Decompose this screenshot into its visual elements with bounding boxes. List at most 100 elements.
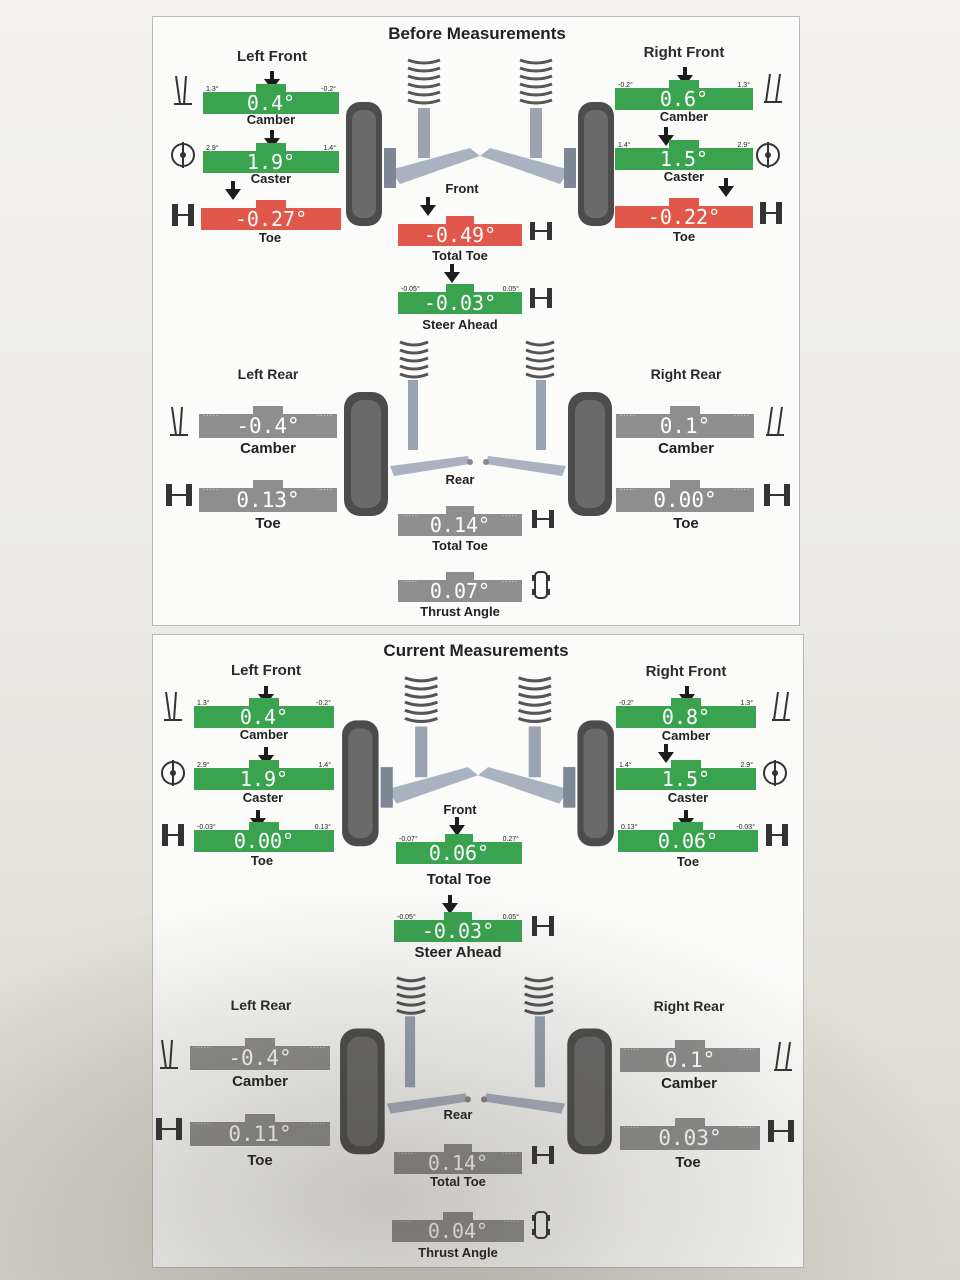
front-total-toe-value: -0.49° xyxy=(423,223,497,247)
rear-total-toe-gauge: .......... 0.14° xyxy=(394,1144,522,1174)
left-front-toe-gauge: -0.03° 0.13° -0.27° xyxy=(201,200,341,230)
rear-total-toe-gauge: .......... 0.14° xyxy=(398,506,522,536)
rear-label: Rear xyxy=(443,1107,473,1122)
toe-label: Toe xyxy=(250,853,274,868)
front-suspension-icon xyxy=(342,676,614,847)
steer-ahead-max: 0.05° xyxy=(502,286,519,293)
front-total-toe-gauge: -0.07° 0.27° -0.49° xyxy=(398,216,522,246)
caster-icon xyxy=(763,760,787,786)
camber-max: -0.2° xyxy=(321,86,336,93)
rear-label: Rear xyxy=(445,472,475,487)
right-front-caster-gauge: 1.4° 2.9° 1.5° xyxy=(616,760,756,790)
right-rear-toe-gauge: .......... 0.00° xyxy=(616,480,754,512)
total-toe-label: Total Toe xyxy=(430,1174,486,1189)
left-front-caster-value: 1.9° xyxy=(239,767,289,791)
camber-max: 1.3° xyxy=(740,700,753,707)
total-toe-label: Total Toe xyxy=(432,248,488,263)
thrust-angle-label: Thrust Angle xyxy=(418,1245,498,1260)
thrust-angle-value: 0.07° xyxy=(429,579,491,603)
camber-label: Camber xyxy=(232,1073,288,1090)
left-front-camber-value: 0.4° xyxy=(246,91,296,115)
right-rear-camber-gauge: .......... 0.1° xyxy=(616,406,754,438)
steer-ahead-gauge: -0.05° 0.05° -0.03° xyxy=(394,912,522,942)
right-rear-camber-value: 0.1° xyxy=(659,414,711,438)
left-front-camber-value: 0.4° xyxy=(239,705,289,729)
toe-min: -0.03° xyxy=(204,202,223,209)
camber-label: Camber xyxy=(239,727,289,742)
left-rear-camber-gauge: .......... -0.4° xyxy=(199,406,337,438)
left-front-toe-value: 0.00° xyxy=(233,829,295,853)
indicator-arrow xyxy=(442,895,458,914)
toe-label: Toe xyxy=(255,515,281,532)
caster-min: 1.4° xyxy=(618,142,631,149)
steer-ahead-label: Steer Ahead xyxy=(422,317,498,332)
left-front-caster-gauge: 2.9° 1.4° 1.9° xyxy=(203,143,339,173)
left-rear-camber-gauge: .......... -0.4° xyxy=(190,1038,330,1070)
toe-label: Toe xyxy=(258,230,282,245)
indicator-arrow xyxy=(225,181,241,200)
thrust-angle-value: 0.04° xyxy=(427,1219,489,1243)
total-toe-label: Total Toe xyxy=(432,538,488,553)
caster-icon xyxy=(161,760,185,786)
current-title: Current Measurements xyxy=(383,641,569,660)
right-front-camber-value: 0.6° xyxy=(659,87,709,111)
toe-min: -0.03° xyxy=(197,824,216,831)
total-toe-min: -0.07° xyxy=(399,836,418,843)
toe-icon xyxy=(172,204,194,226)
right-rear-camber-value: 0.1° xyxy=(664,1048,716,1072)
camber-icon xyxy=(170,406,188,436)
front-suspension-icon xyxy=(346,58,614,226)
rear-total-toe-value: 0.14° xyxy=(427,1151,489,1175)
left-rear-toe-value: 0.13° xyxy=(236,488,300,512)
right-front-camber-value: 0.8° xyxy=(661,705,711,729)
thrust-angle-label: Thrust Angle xyxy=(420,604,500,619)
right-rear-toe-value: 0.00° xyxy=(653,488,717,512)
camber-min: -0.2° xyxy=(618,82,633,89)
camber-min: 1.3° xyxy=(206,86,219,93)
left-front-camber-gauge: 1.3° -0.2° 0.4° xyxy=(194,698,334,728)
camber-min: -0.2° xyxy=(619,700,634,707)
toe-max: -0.03° xyxy=(731,200,750,207)
camber-label: Camber xyxy=(659,109,709,124)
right-front-caster-value: 1.5° xyxy=(659,147,709,171)
total-toe-min: -0.07° xyxy=(401,218,420,225)
toe-min: 0.13° xyxy=(618,200,635,207)
camber-icon xyxy=(164,691,182,721)
steer-icon xyxy=(530,288,552,308)
left-front-heading: Left Front xyxy=(237,48,307,65)
toe-min: 0.13° xyxy=(621,824,638,831)
rear-total-toe-value: 0.14° xyxy=(429,513,491,537)
right-rear-heading: Right Rear xyxy=(653,998,725,1014)
caster-min: 2.9° xyxy=(197,762,210,769)
caster-label: Caster xyxy=(250,171,292,186)
caster-min: 2.9° xyxy=(206,145,219,152)
before-title: Before Measurements xyxy=(388,24,566,43)
steer-ahead-max: 0.05° xyxy=(502,914,519,921)
right-front-camber-gauge: -0.2° 1.3° 0.8° xyxy=(616,698,756,728)
camber-max: 1.3° xyxy=(737,82,750,89)
steer-ahead-gauge: -0.05° 0.05° -0.03° xyxy=(398,284,522,314)
left-front-caster-gauge: 2.9° 1.4° 1.9° xyxy=(194,760,334,790)
left-rear-heading: Left Rear xyxy=(230,997,292,1013)
front-total-toe-gauge: -0.07° 0.27° 0.06° xyxy=(396,834,522,864)
total-toe-max: 0.27° xyxy=(502,836,519,843)
left-front-caster-value: 1.9° xyxy=(246,150,296,174)
caster-label: Caster xyxy=(663,169,705,184)
left-front-heading: Left Front xyxy=(231,662,301,679)
caster-max: 1.4° xyxy=(318,762,331,769)
toe-max: 0.13° xyxy=(321,202,338,209)
camber-icon xyxy=(774,1041,792,1071)
camber-icon xyxy=(766,406,784,436)
toe-label: Toe xyxy=(676,854,700,869)
front-total-toe-value: 0.06° xyxy=(428,841,490,865)
indicator-arrow xyxy=(658,744,674,763)
right-front-toe-gauge: 0.13° -0.03° 0.06° xyxy=(618,822,758,852)
indicator-arrow xyxy=(658,127,674,146)
caster-min: 1.4° xyxy=(619,762,632,769)
thrust-car-icon xyxy=(532,1211,550,1239)
toe-icon xyxy=(162,824,184,846)
total-toe-max: 0.27° xyxy=(502,218,519,225)
total-toe-label: Total Toe xyxy=(426,871,492,888)
caster-max: 2.9° xyxy=(737,142,750,149)
right-front-toe-value: 0.06° xyxy=(657,829,719,853)
